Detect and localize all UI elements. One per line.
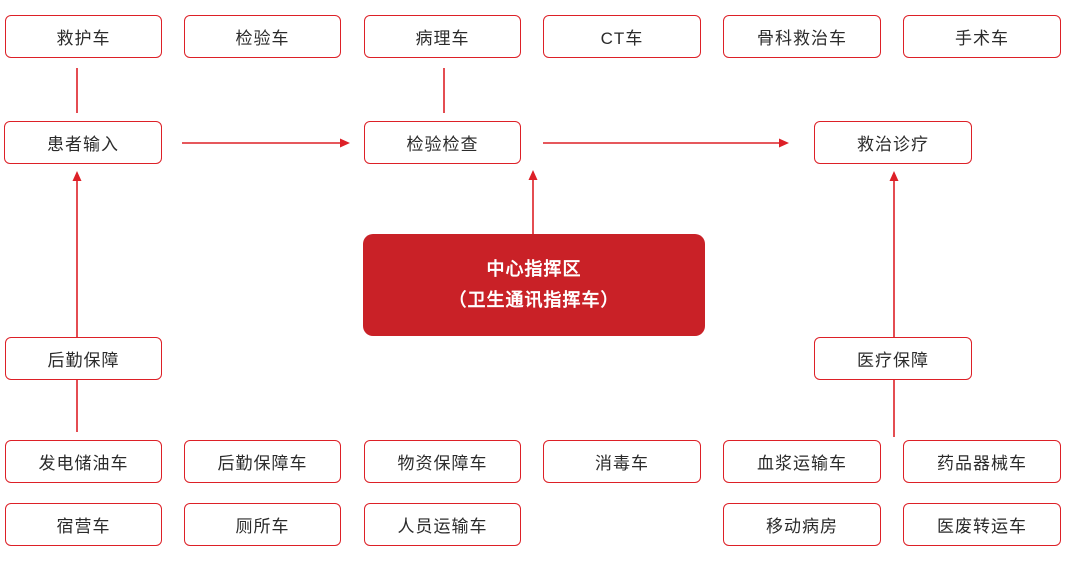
node-label: 发电储油车	[38, 454, 129, 473]
node-label: 中心指挥区	[486, 259, 582, 279]
arrow-logistics-to-patient-input-arrowhead	[72, 171, 82, 181]
node-label: 医疗保障	[857, 351, 929, 370]
node-label: 医废转运车	[937, 517, 1027, 536]
node-plasma-transport-vehicle: 血浆运输车	[723, 440, 881, 483]
node-medical-waste-vehicle: 医废转运车	[903, 503, 1061, 546]
arrow-command-to-exam-arrowhead	[528, 170, 538, 180]
node-label: 消毒车	[595, 454, 649, 473]
node-logistics-support: 后勤保障	[5, 337, 162, 380]
node-label: 检验检查	[406, 135, 479, 154]
node-test-vehicle: 检验车	[184, 15, 341, 58]
node-label: 患者输入	[47, 135, 119, 154]
node-sublabel: （卫生通讯指挥车）	[448, 290, 620, 310]
node-label: 后勤保障	[47, 351, 120, 370]
arrow-exam-to-treatment-arrowhead	[779, 138, 789, 148]
node-medicine-equipment-vehicle: 药品器械车	[903, 440, 1061, 483]
node-treatment-diagnosis: 救治诊疗	[814, 121, 972, 164]
node-medical-support: 医疗保障	[814, 337, 972, 380]
node-label: 人员运输车	[397, 517, 488, 536]
node-orthopedic-rescue-vehicle: 骨科救治车	[723, 15, 881, 58]
node-label: 救治诊疗	[857, 135, 929, 154]
node-logistics-support-vehicle: 后勤保障车	[184, 440, 341, 483]
node-personnel-transport-vehicle: 人员运输车	[364, 503, 521, 546]
node-label: 手术车	[955, 29, 1009, 48]
node-pathology-vehicle: 病理车	[364, 15, 521, 58]
node-label: 宿营车	[56, 517, 111, 536]
node-label: 骨科救治车	[757, 29, 847, 48]
node-ambulance: 救护车	[5, 15, 162, 58]
node-exam-inspection: 检验检查	[364, 121, 521, 164]
node-supply-support-vehicle: 物资保障车	[364, 440, 521, 483]
node-generator-oil-vehicle: 发电储油车	[5, 440, 162, 483]
node-label: 救护车	[56, 29, 111, 48]
node-label: 厕所车	[235, 517, 290, 536]
node-patient-input: 患者输入	[4, 121, 162, 164]
node-label: 病理车	[415, 29, 470, 48]
arrow-medical-to-treatment-arrowhead	[889, 171, 899, 181]
node-label: 检验车	[235, 29, 290, 48]
node-label: 移动病房	[766, 517, 838, 536]
arrow-patient-input-to-exam-arrowhead	[340, 138, 350, 148]
node-ct-vehicle: CT车	[543, 15, 701, 58]
node-mobile-ward: 移动病房	[723, 503, 881, 546]
node-camp-vehicle: 宿营车	[5, 503, 162, 546]
node-toilet-vehicle: 厕所车	[184, 503, 341, 546]
node-label: 血浆运输车	[757, 454, 847, 473]
node-label: CT车	[600, 29, 644, 48]
node-label: 后勤保障车	[217, 454, 308, 473]
node-label: 药品器械车	[937, 454, 1027, 473]
node-disinfection-vehicle: 消毒车	[543, 440, 701, 483]
node-central-command: 中心指挥区 （卫生通讯指挥车）	[363, 234, 705, 336]
node-label: 物资保障车	[397, 454, 488, 473]
node-surgery-vehicle: 手术车	[903, 15, 1061, 58]
